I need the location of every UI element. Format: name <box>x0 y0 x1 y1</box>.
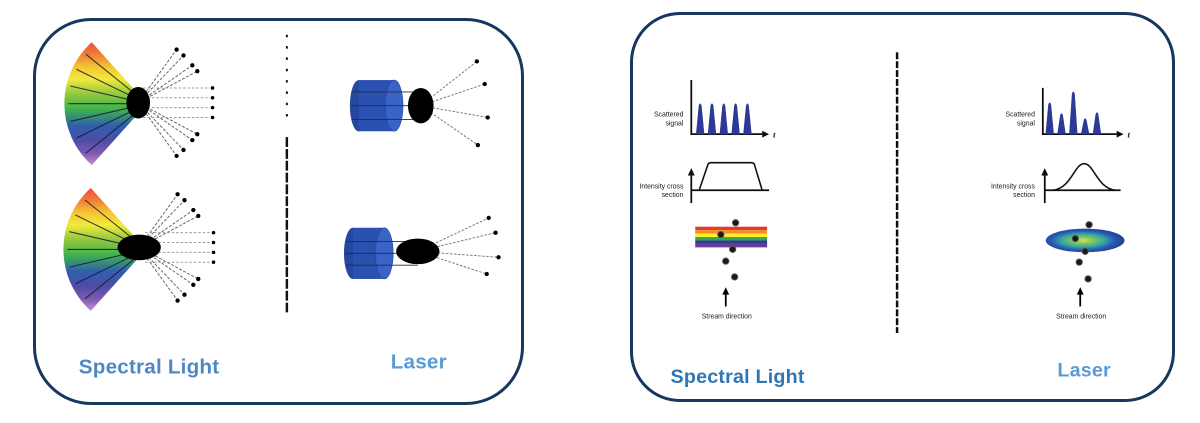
fan-incident-rays <box>68 53 136 154</box>
stream-direction-arrow <box>1076 287 1084 307</box>
gaussian-profile-curve <box>1052 162 1116 192</box>
scattered-rays <box>138 192 216 303</box>
scattered-signal-label-line1: Scattered <box>1005 111 1035 118</box>
scattering-particle <box>126 86 151 119</box>
scattered-signal-label-line1: Scattered <box>654 111 684 118</box>
laser-cylinder-bottom <box>343 215 501 280</box>
laser-beam-ellipse <box>1045 228 1125 253</box>
variable-signal-peaks <box>1045 91 1102 135</box>
particle-stream <box>717 219 740 281</box>
stream-direction-arrow <box>722 287 730 307</box>
scattered-signal-label-line2: signal <box>1017 120 1035 127</box>
scattered-signal-plot: t <box>690 79 776 140</box>
uniform-signal-peaks <box>695 103 752 135</box>
scattering-particle <box>117 234 161 261</box>
intensity-label-line1: Intensity cross <box>991 183 1036 190</box>
time-axis-label: t <box>1127 130 1130 140</box>
signal-comparison-panel: Scattered signal t Intensity cross secti… <box>630 12 1175 402</box>
intensity-cross-section-plot <box>1041 162 1121 204</box>
laser-label: Laser <box>391 351 447 374</box>
time-axis-arrow <box>762 130 770 138</box>
scattering-particle <box>407 87 434 124</box>
intensity-axis-arrow <box>1041 168 1049 176</box>
signal-panel-canvas: Scattered signal t Intensity cross secti… <box>639 52 1130 388</box>
intensity-label-line1: Intensity cross <box>639 183 684 190</box>
laser-cylinder-top <box>349 59 490 148</box>
rainbow-beam-band <box>695 226 768 248</box>
scattering-particle <box>396 238 440 265</box>
spectral-column: Scattered signal t Intensity cross secti… <box>639 79 776 320</box>
time-axis-label: t <box>773 130 776 140</box>
scattered-signal-label-line2: signal <box>665 120 683 127</box>
spectral-vs-laser-source-panel: Spectral Light Laser <box>33 18 524 405</box>
scattered-signal-plot: t <box>1041 87 1130 140</box>
intensity-label-line2: section <box>662 192 684 199</box>
intensity-label-line2: section <box>1013 192 1035 199</box>
intensity-cross-section-plot <box>687 161 770 204</box>
source-panel-canvas: Spectral Light Laser <box>63 34 501 378</box>
laser-label: Laser <box>1057 359 1111 381</box>
time-axis-arrow <box>1116 130 1124 138</box>
spectral-light-label: Spectral Light <box>79 355 219 378</box>
laser-column: Scattered signal t Intensity cross secti… <box>991 87 1130 320</box>
scattered-rays <box>420 59 490 148</box>
stream-direction-label: Stream direction <box>702 313 752 320</box>
spectral-light-label: Spectral Light <box>671 366 805 388</box>
flat-top-profile-curve <box>698 161 763 191</box>
particle-stream <box>1071 221 1093 283</box>
intensity-axis-arrow <box>687 168 695 176</box>
spectral-fan-top <box>64 42 215 166</box>
spectral-fan-bottom <box>63 187 216 311</box>
stream-direction-label: Stream direction <box>1056 313 1106 320</box>
